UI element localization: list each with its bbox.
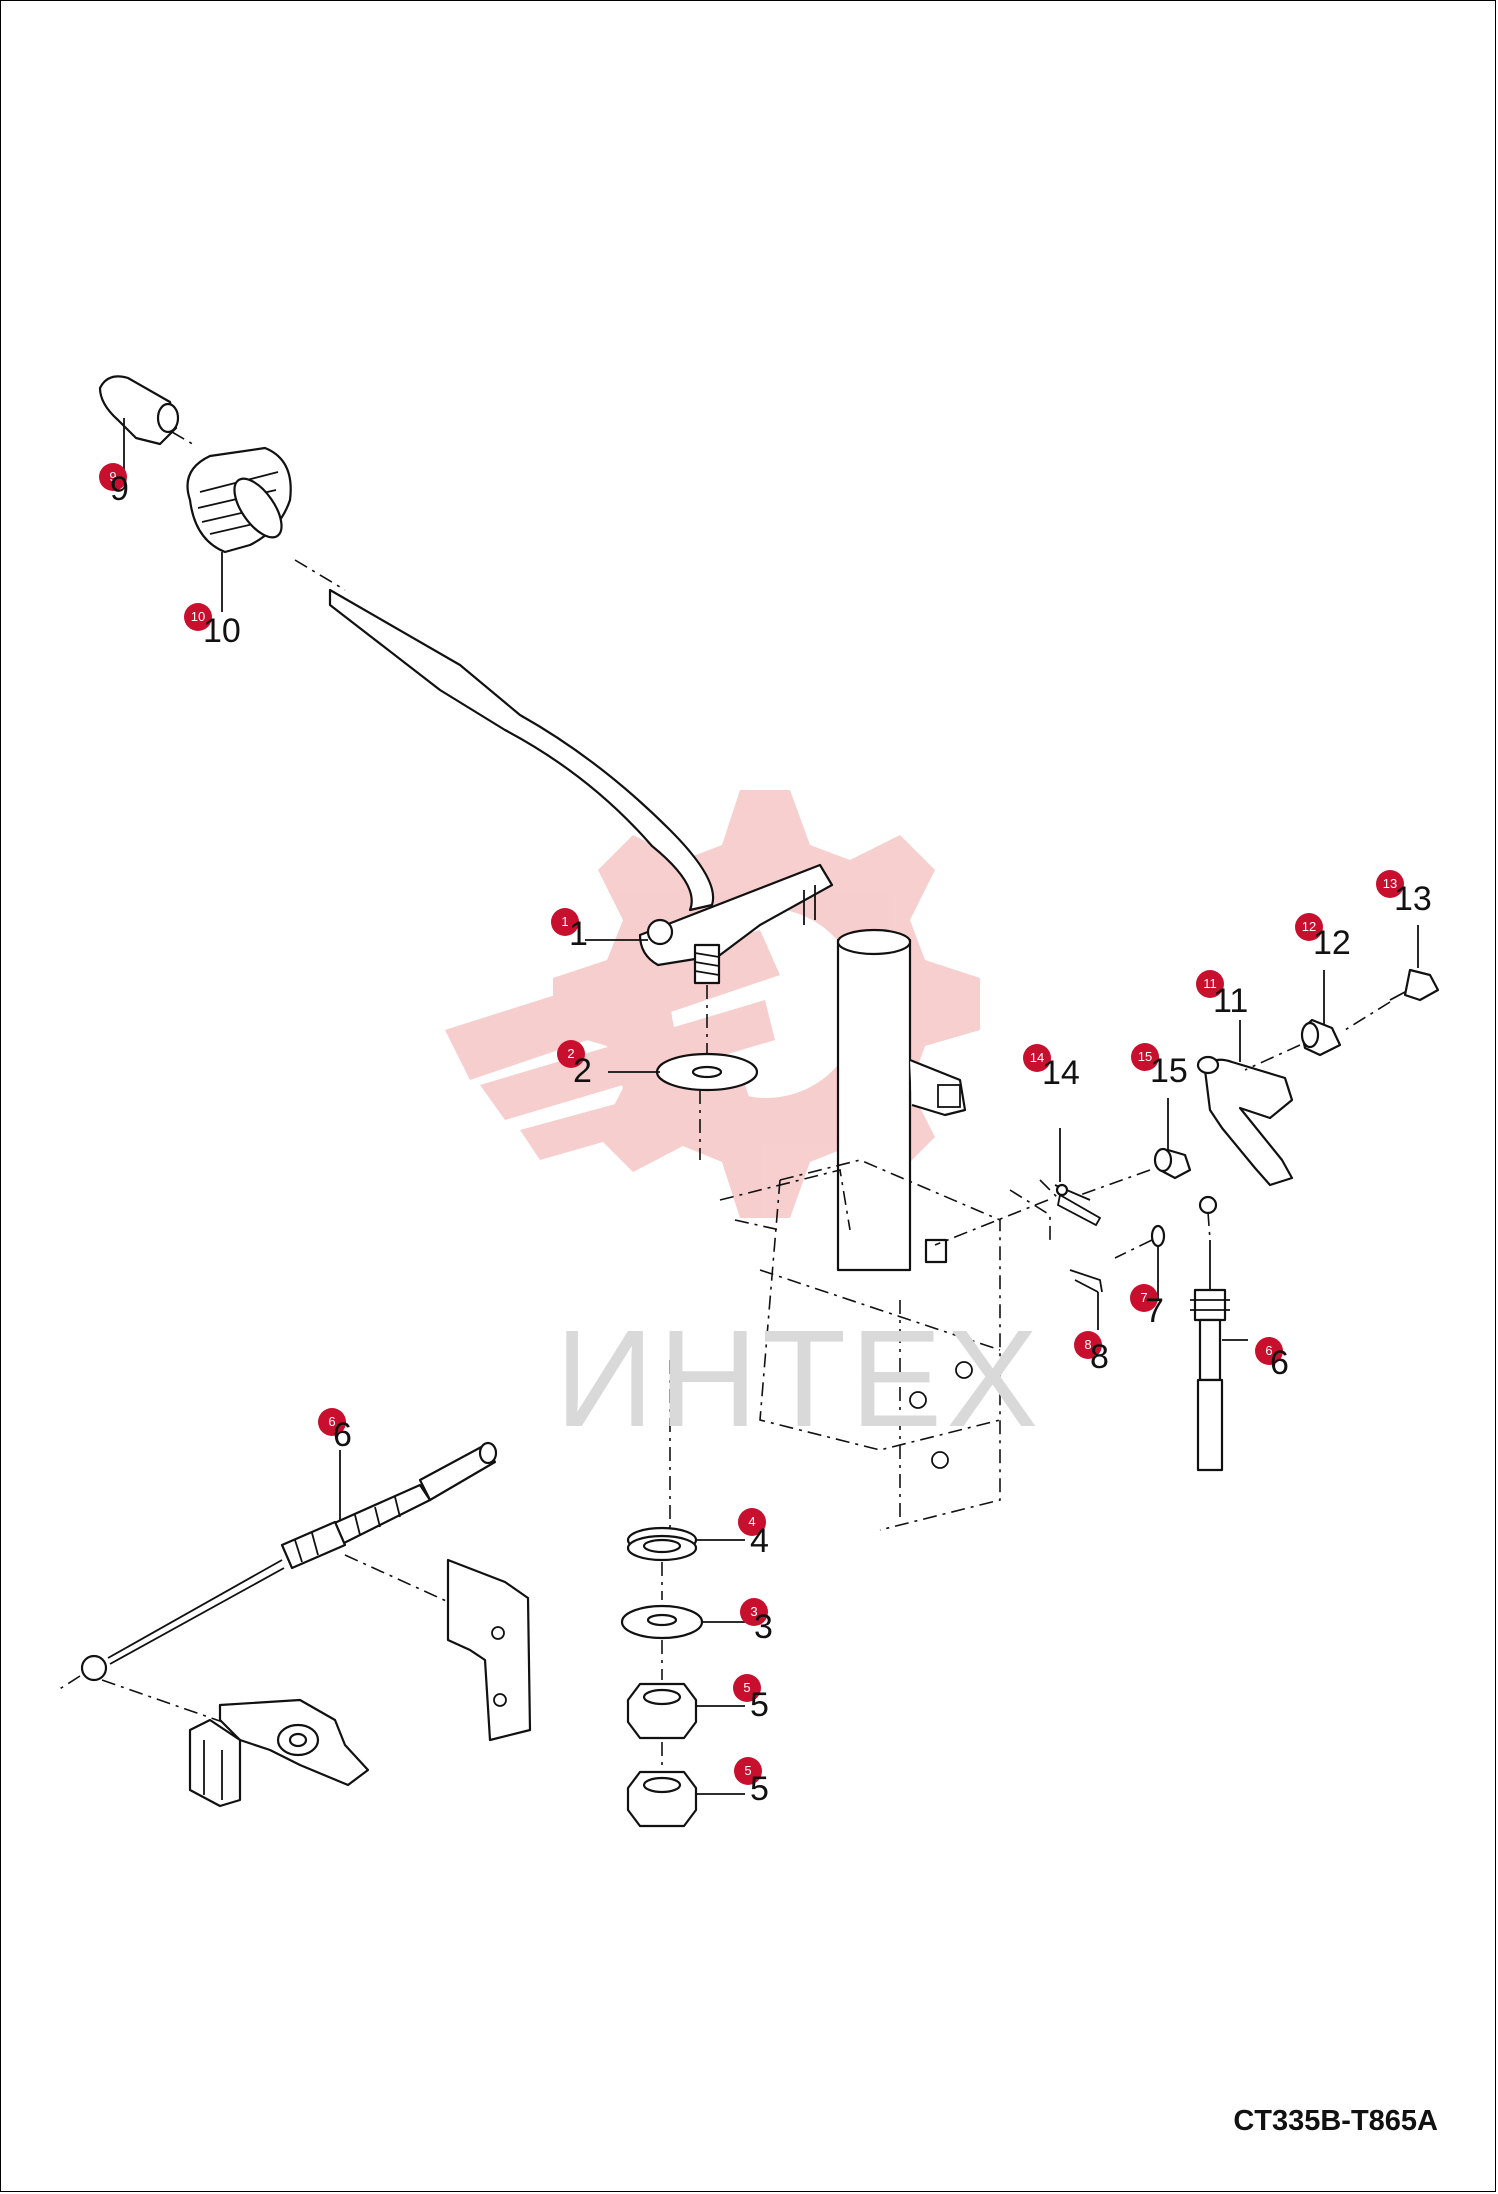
- part-label-2: 2: [573, 1052, 592, 1090]
- part-label-5-lower: 5: [750, 1770, 769, 1808]
- callout-badge-13[interactable]: 13: [1376, 870, 1404, 898]
- callout-badge-6-right[interactable]: 6: [1255, 1337, 1283, 1365]
- callout-badge-8[interactable]: 8: [1074, 1331, 1102, 1359]
- callout-badge-4[interactable]: 4: [738, 1508, 766, 1536]
- part-label-7: 7: [1145, 1292, 1164, 1330]
- shift-arm: [934, 968, 1440, 1293]
- drawing-code: CT335B-T865A: [1233, 2105, 1438, 2137]
- part-label-10: 10: [203, 612, 241, 650]
- gear-knob: [98, 375, 197, 447]
- callout-badge-6-left[interactable]: 6: [318, 1408, 346, 1436]
- part-label-5-upper: 5: [750, 1686, 769, 1724]
- callout-badge-11[interactable]: 11: [1196, 970, 1224, 998]
- cable-left: [57, 1441, 498, 1729]
- part-label-3: 3: [754, 1608, 773, 1646]
- callout-badge-5-upper[interactable]: 5: [733, 1674, 761, 1702]
- left-brackets: [188, 1558, 532, 1808]
- hardware-stack: [620, 1526, 704, 1828]
- callout-badge-14[interactable]: 14: [1023, 1044, 1051, 1072]
- part-label-1: 1: [569, 915, 588, 953]
- part-label-6-right: 6: [1270, 1344, 1289, 1382]
- part-label-11: 11: [1213, 982, 1249, 1020]
- cable-end-right: [1190, 1240, 1230, 1472]
- bracket-body: [669, 928, 1061, 1531]
- callout-badge-7[interactable]: 7: [1130, 1284, 1158, 1312]
- part-label-4: 4: [750, 1522, 769, 1560]
- part-label-15: 15: [1150, 1052, 1188, 1090]
- watermark-text: ИНТЕХ: [555, 1302, 1043, 1456]
- part-label-13: 13: [1394, 880, 1432, 918]
- part-label-14: 14: [1042, 1054, 1080, 1092]
- callout-badge-3[interactable]: 3: [740, 1598, 768, 1626]
- callout-badge-5-lower[interactable]: 5: [734, 1757, 762, 1785]
- part-label-6-left: 6: [333, 1416, 352, 1454]
- rubber-boot: [186, 446, 346, 591]
- callout-badge-1[interactable]: 1: [551, 908, 579, 936]
- callout-badge-9[interactable]: 9: [99, 463, 127, 491]
- gear-lever: [328, 588, 834, 967]
- part-label-9: 9: [110, 470, 129, 508]
- part-label-12: 12: [1313, 924, 1351, 962]
- leader-lines: [123, 418, 1419, 1795]
- callout-badge-12[interactable]: 12: [1295, 913, 1323, 941]
- callout-badge-10[interactable]: 10: [184, 603, 212, 631]
- callout-badge-15[interactable]: 15: [1131, 1043, 1159, 1071]
- part-label-8: 8: [1090, 1338, 1109, 1376]
- washer-large: [655, 1052, 759, 1160]
- callout-badge-2[interactable]: 2: [557, 1040, 585, 1068]
- bolt: [693, 943, 721, 1060]
